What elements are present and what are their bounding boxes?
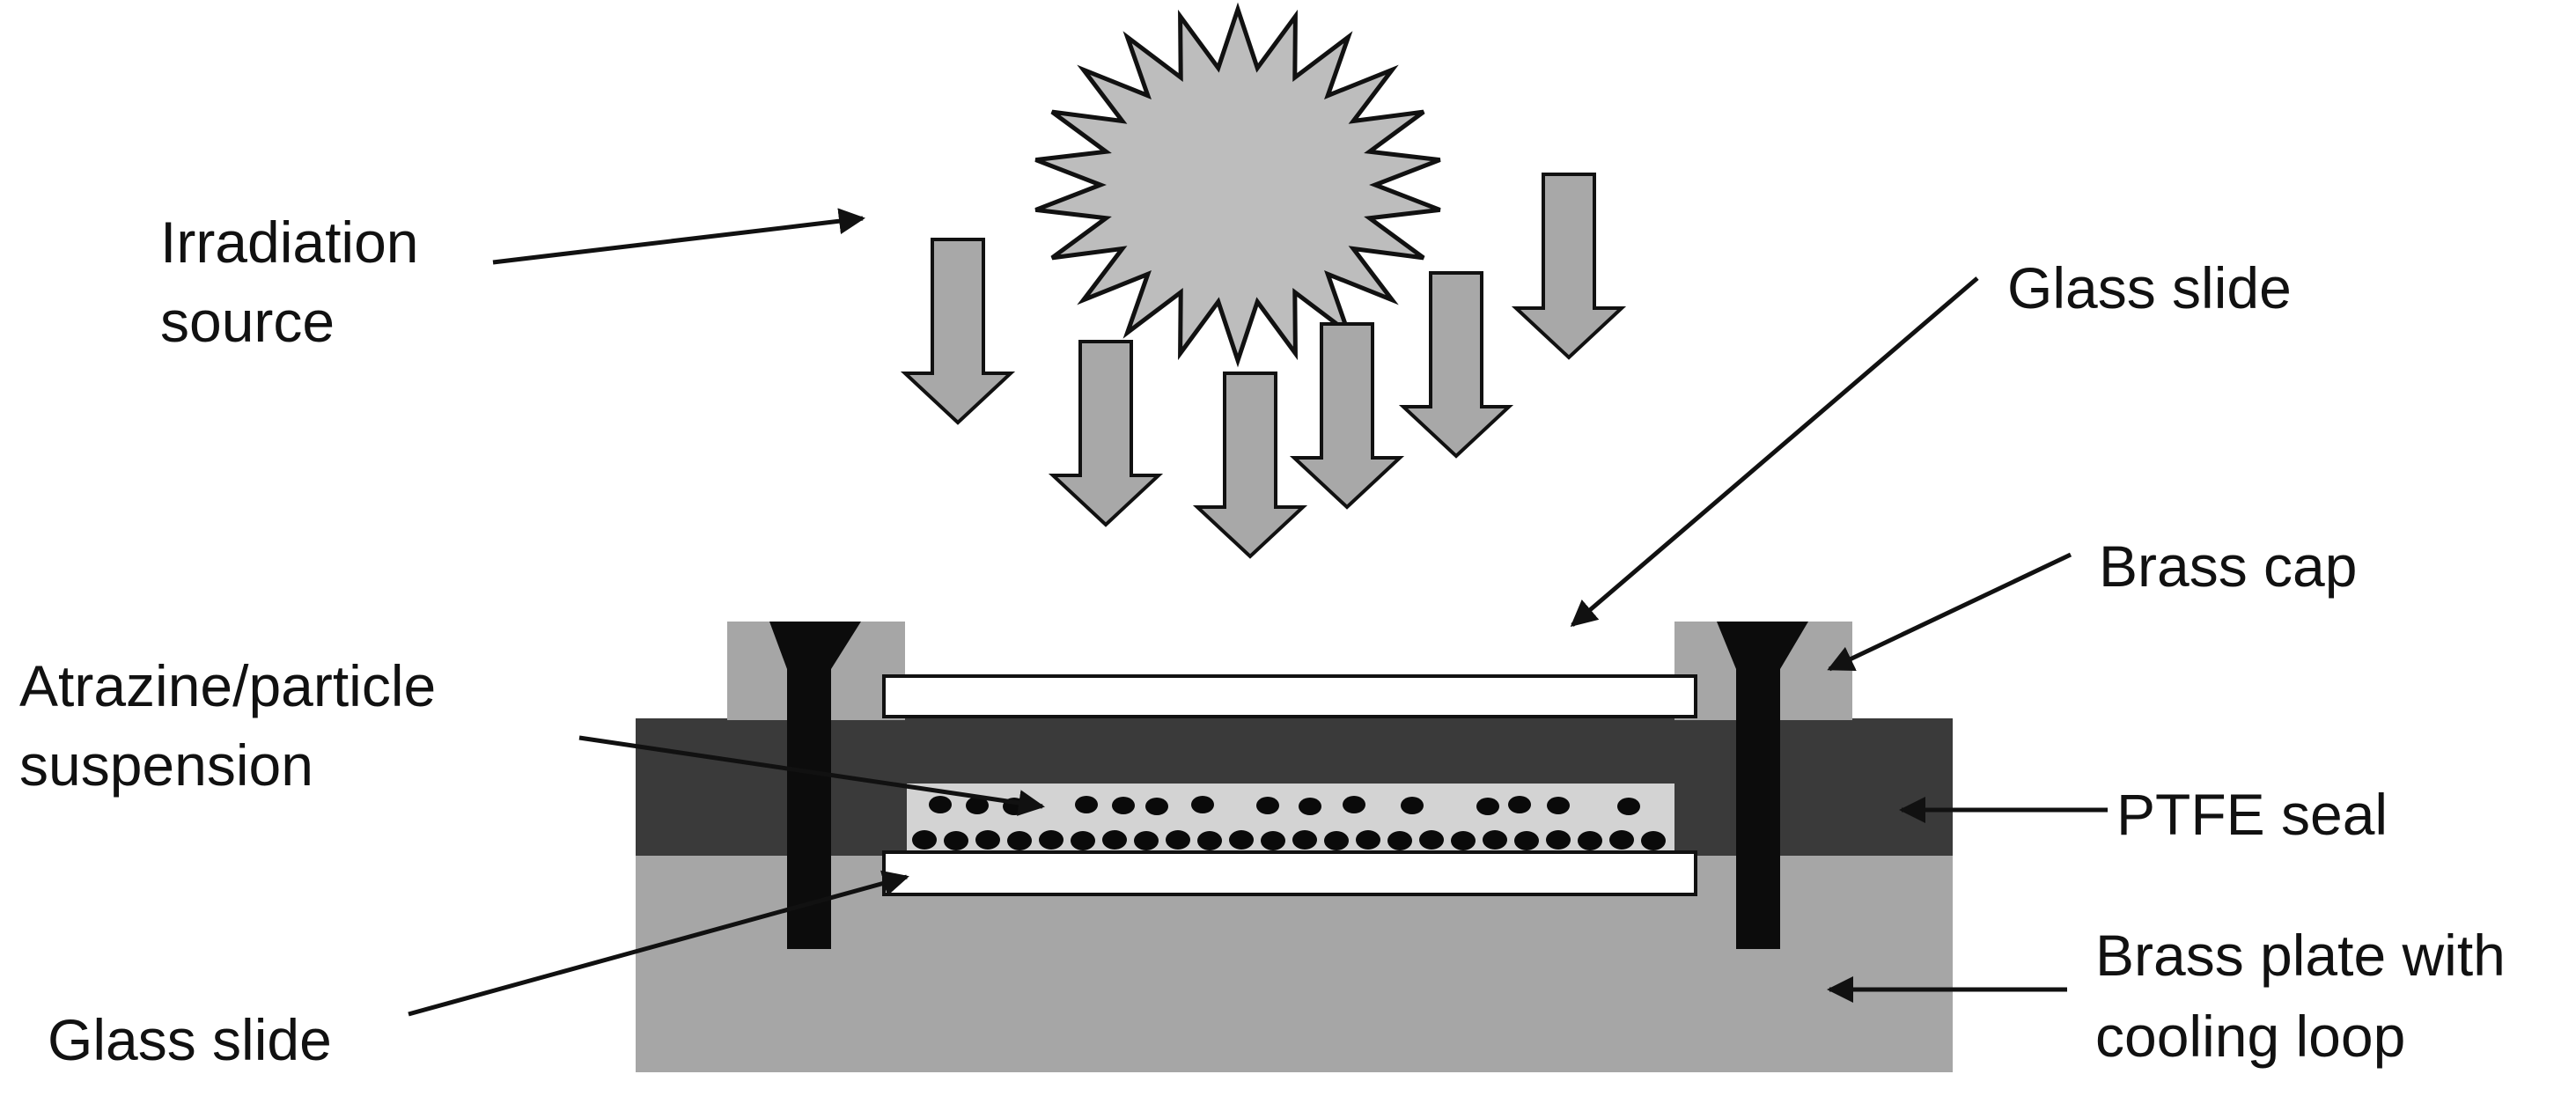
leader-arrows [408, 208, 2108, 1017]
suspension-label-line1: Atrazine/particle [19, 653, 436, 718]
particle [1007, 831, 1032, 850]
irradiation-leader-arrow [492, 208, 865, 265]
particle [1387, 831, 1412, 850]
glass-slide-bottom-label: Glass slide [48, 1007, 332, 1072]
particles [912, 796, 1666, 850]
particle [1343, 796, 1365, 813]
ptfe-seal-label: PTFE seal [2116, 782, 2388, 847]
irradiation-source-label-line1: Irradiation [160, 210, 419, 275]
screw-left [769, 622, 861, 949]
down-arrow-icon [1398, 271, 1514, 459]
particle [1514, 831, 1539, 850]
particle [1261, 831, 1285, 850]
light-rays [900, 173, 1627, 559]
particle [1617, 798, 1640, 815]
particle [1578, 831, 1602, 850]
particle [966, 797, 989, 814]
glass-slide-top-leader-arrow [1570, 276, 1979, 627]
glass-slide-top-rect [882, 674, 1697, 718]
particle [1483, 830, 1507, 850]
particle [944, 831, 968, 850]
brass-plate-label-line1: Brass plate with [2095, 923, 2506, 988]
irradiation-source-label-line2: source [160, 289, 335, 354]
particle [929, 796, 952, 813]
irradiation-source-sun [1034, 2, 1441, 368]
brass-cap-leader-arrow [1827, 552, 2072, 672]
particle [1112, 797, 1135, 814]
particle [1102, 830, 1127, 850]
particle [1324, 831, 1349, 850]
particle [1401, 797, 1424, 814]
glass-slide-bottom-leader-arrow [408, 870, 909, 1017]
particle [1166, 830, 1190, 850]
labels: Irradiation source Glass slide Brass cap… [19, 210, 2506, 1072]
reactor-cell [636, 622, 1953, 1072]
suspension-leader-arrow [578, 735, 1045, 816]
particle [1299, 798, 1321, 815]
particle [1256, 797, 1279, 814]
particle [1039, 830, 1064, 850]
glass-slide-bottom-rect [882, 850, 1697, 896]
down-arrow-icon [1289, 322, 1405, 510]
down-arrow-icon [900, 238, 1016, 425]
particle [1134, 831, 1159, 850]
particle [1546, 830, 1571, 850]
particle [1547, 797, 1570, 814]
sun-starburst-icon [1034, 2, 1441, 368]
brass-plate-label-line2: cooling loop [2095, 1004, 2405, 1069]
particle [975, 830, 1000, 850]
particle [1075, 796, 1098, 813]
screw-right [1717, 622, 1808, 949]
particle [1197, 831, 1222, 850]
particle [1356, 830, 1380, 850]
particle [1451, 831, 1476, 850]
brass-cap-label: Brass cap [2099, 533, 2357, 599]
down-arrow-icon [1192, 372, 1308, 559]
particle [1609, 830, 1634, 850]
particle [912, 830, 937, 850]
particle [1641, 831, 1666, 850]
particle [1508, 796, 1531, 813]
down-arrow-icon [1048, 340, 1164, 527]
glass-slide-top-label: Glass slide [2007, 255, 2292, 320]
particle [1292, 830, 1317, 850]
suspension-label-line2: suspension [19, 732, 313, 798]
particle [1476, 798, 1499, 815]
particle [1191, 796, 1214, 813]
particle [1229, 830, 1254, 850]
particle [1145, 798, 1168, 815]
particle [1071, 831, 1095, 850]
particle [1419, 830, 1444, 850]
down-arrow-icon [1511, 173, 1627, 360]
